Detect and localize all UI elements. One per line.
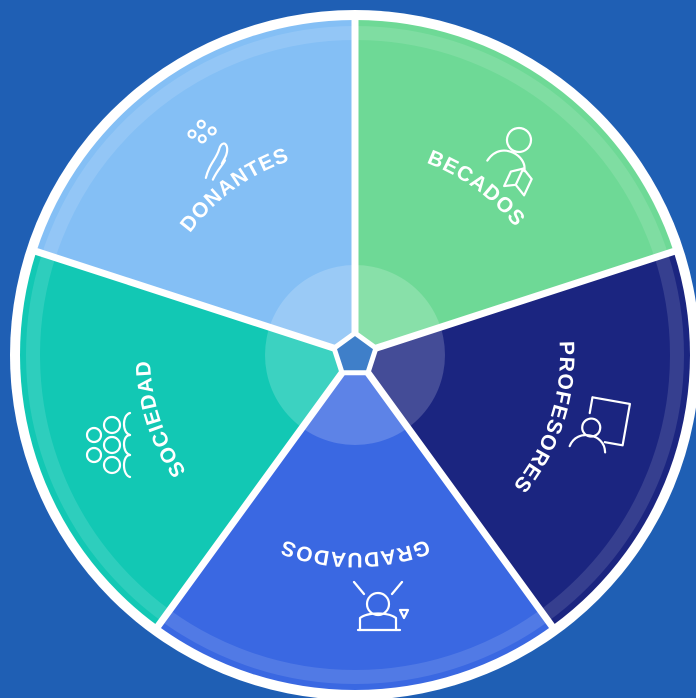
student-reading-icon xyxy=(486,126,533,197)
community-icon xyxy=(85,411,132,479)
separator-line xyxy=(153,369,346,632)
separator-line xyxy=(372,247,680,352)
teacher-board-icon xyxy=(568,396,632,454)
separator-line xyxy=(30,247,338,352)
center-pentagon xyxy=(331,330,379,376)
segment-becados[interactable] xyxy=(355,251,691,627)
segment-graduados[interactable] xyxy=(19,251,355,627)
hand-with-coins-icon xyxy=(187,119,229,181)
separator-line xyxy=(364,369,557,632)
graduate-icon xyxy=(352,580,410,632)
segment-profesores[interactable] xyxy=(158,355,552,690)
segment-donantes[interactable] xyxy=(355,20,674,355)
segment-sociedad[interactable] xyxy=(36,20,356,355)
segment-separators xyxy=(30,14,680,632)
